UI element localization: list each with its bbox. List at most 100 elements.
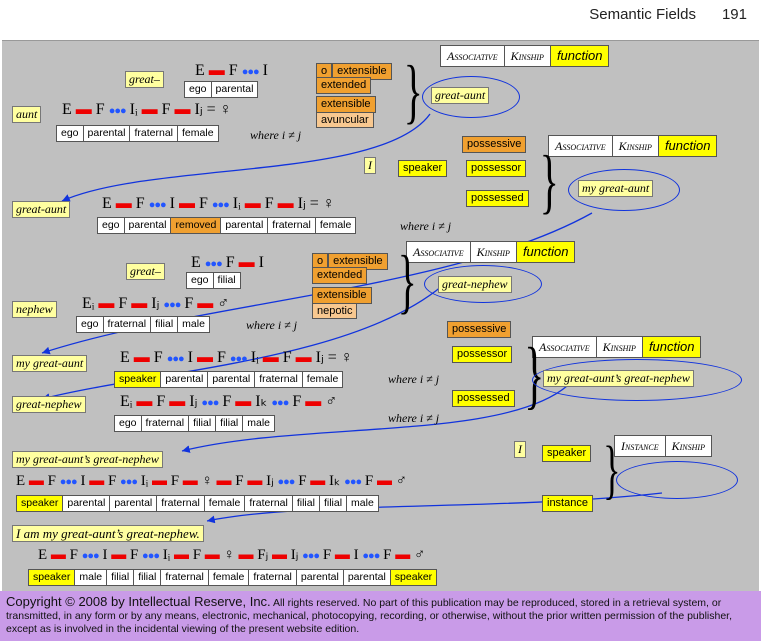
header-title: Semantic Fields (589, 6, 696, 23)
cell: female (319, 219, 352, 231)
cell: filial (134, 570, 162, 585)
formula-8: E ▬ F ●●● I ▬ F ●●● Iᵢ ▬ F ▬ ♀ ▬ F ▬ Iⱼ … (16, 473, 407, 489)
cell: ego (187, 273, 214, 288)
cell: parental (297, 570, 344, 585)
cell: ego (115, 416, 142, 431)
cell: filial (293, 496, 320, 511)
cell: ego (57, 126, 84, 141)
label-great-aunt-oval: great-aunt (431, 87, 490, 104)
tri-kinship: Kinship (613, 136, 659, 156)
label-my-gagn-oval: my great-aunt’s great-nephew (543, 370, 694, 387)
cell: female (209, 570, 250, 585)
cell: parental (344, 570, 391, 585)
box-possessor: possessor (466, 160, 527, 177)
cell-speaker: speaker (29, 570, 76, 585)
cell: parental (215, 83, 254, 95)
cell: fraternal (255, 372, 303, 387)
box-possessed-2: possessed (452, 390, 515, 407)
box-extensible-2: extensible (316, 96, 376, 113)
cell: parental (208, 372, 256, 387)
row-5: ego fraternal filial male (76, 316, 210, 333)
tri-associative: Associative (441, 46, 505, 66)
label-I-2: I (514, 441, 526, 458)
tri-associative: Associative (533, 337, 597, 357)
cell: filial (217, 274, 236, 286)
cell: filial (320, 496, 348, 511)
box-extended: extended (316, 77, 372, 94)
cell: male (75, 570, 108, 585)
box-o: o (312, 253, 329, 270)
box-possessor-2: possessor (452, 346, 513, 363)
row-3: ego parental removed parental fraternal … (97, 217, 357, 234)
oval-1 (422, 76, 520, 118)
where-5: where i ≠ j (388, 411, 440, 425)
cell: fraternal (249, 570, 297, 585)
tri-associative-kinship-3: Associative Kinship function (406, 241, 576, 263)
label-final-sentence: I am my great-aunt’s great-nephew. (12, 525, 204, 542)
cell: parental (110, 496, 158, 511)
label-my-great-aunt: my great-aunt (12, 355, 88, 372)
where-4: where i ≠ j (388, 372, 440, 386)
cell: fraternal (157, 496, 205, 511)
box-possessed: possessed (466, 190, 529, 207)
label-my-great-aunt-oval: my great-aunt (578, 180, 654, 197)
brace-3: } (397, 241, 417, 321)
row-8: speaker parental parental fraternal fema… (16, 495, 379, 512)
tri-function: function (550, 46, 609, 66)
where-3: where i ≠ j (246, 318, 298, 332)
cell: parental (161, 372, 209, 387)
copyright-footer: Copyright © 2008 by Intellectual Reserve… (0, 591, 761, 641)
cell: parental (125, 218, 172, 233)
cell: male (182, 318, 205, 330)
oval-2 (568, 169, 680, 211)
cell: fraternal (245, 496, 293, 511)
copyright-main: Copyright © 2008 by Intellectual Reserve… (6, 594, 271, 609)
tri-associative: Associative (407, 242, 471, 262)
cell: filial (107, 570, 135, 585)
box-avuncular: avuncular (316, 112, 374, 128)
arrow-1 (61, 113, 431, 202)
label-nephew: nephew (12, 301, 57, 318)
row-6: speaker parental parental fraternal fema… (114, 371, 344, 388)
oval-4 (532, 359, 742, 401)
row-9: speaker male filial filial fraternal fem… (28, 569, 438, 586)
box-speaker: speaker (398, 160, 448, 177)
where-1: where i ≠ j (250, 128, 302, 142)
cell: parental (221, 218, 269, 233)
label-aunt: aunt (12, 106, 42, 123)
box-speaker-2: speaker (542, 445, 592, 462)
label-my-gagn: my great-aunt’s great-nephew (12, 451, 163, 468)
oval-3 (424, 265, 542, 303)
tri-associative-kinship-1: Associative Kinship function (440, 45, 610, 67)
cell: fraternal (268, 218, 316, 233)
box-possessive: possessive (462, 136, 527, 153)
tri-associative-kinship-4: Associative Kinship function (532, 336, 702, 358)
cell: female (205, 496, 246, 511)
tri-kinship: Kinship (505, 46, 551, 66)
tri-instance-kinship: Instance Kinship (614, 435, 712, 457)
formula-4: E ●●● F ▬ I (191, 254, 264, 271)
cell: ego (77, 317, 104, 332)
cell: parental (63, 496, 111, 511)
row-1: ego parental (184, 81, 259, 98)
label-I: I (364, 157, 376, 174)
formula-5: Eᵢ ▬ F ▬ Iⱼ ●●● F ▬ ♂ (82, 295, 230, 312)
box-o: o (316, 63, 333, 80)
tri-kinship: Kinship (597, 337, 643, 357)
cell: female (182, 127, 214, 139)
formula-9: E ▬ F ●●● I ▬ F ●●● Iᵢ ▬ F ▬ ♀ ▬ Fⱼ ▬ Iⱼ… (38, 547, 426, 563)
tri-function: function (642, 337, 701, 357)
box-extensible: extensible (328, 253, 388, 270)
cell: male (351, 497, 374, 509)
formula-3: E ▬ F ●●● I ▬ F ●●● Iᵢ ▬ F ▬ Iⱼ = ♀ (102, 195, 335, 212)
arrow-4 (181, 385, 568, 453)
cell: fraternal (142, 416, 190, 431)
tri-associative-kinship-2: Associative Kinship function (548, 135, 718, 157)
cell: filial (216, 416, 244, 431)
label-great-nephew-oval: great-nephew (438, 276, 512, 293)
box-extended: extended (312, 267, 368, 284)
tri-kinship: Kinship (671, 439, 705, 453)
cell: ego (185, 82, 212, 97)
formula-6: E ▬ F ●●● I ▬ F ●●● Iᵢ ▬ F ▬ Iⱼ = ♀ (120, 349, 353, 366)
